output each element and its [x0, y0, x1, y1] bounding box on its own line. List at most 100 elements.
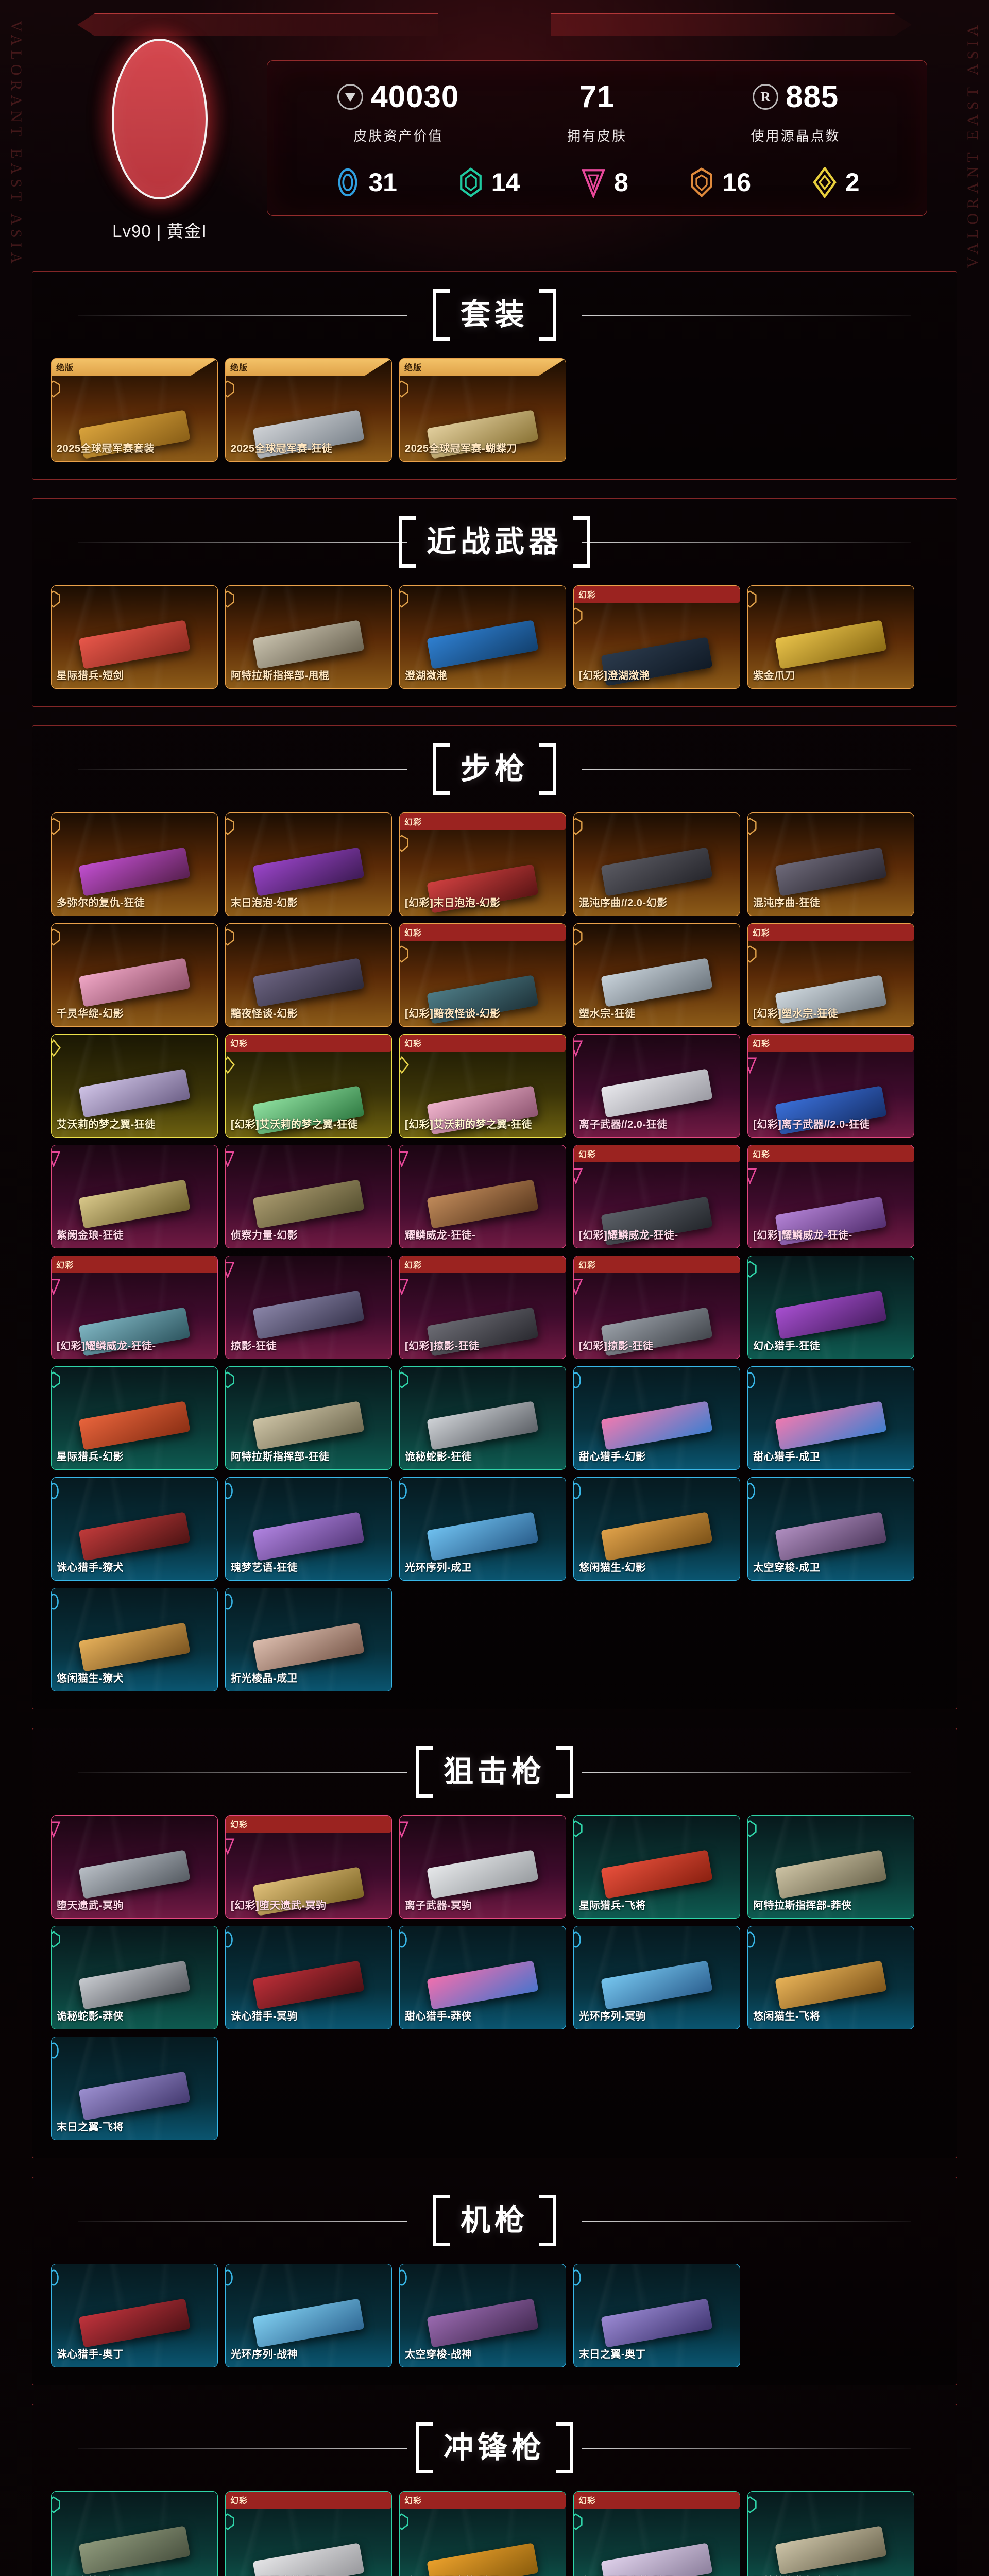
skin-thumbnail — [52, 1926, 217, 2010]
skin-card[interactable]: 阿特拉斯指挥部-狂徒 — [225, 1366, 392, 1470]
skin-card[interactable]: 幻彩[幻彩]耀鳞威龙-狂徒- — [51, 1256, 218, 1359]
skin-name: 阿特拉斯指挥部-骇灵 — [748, 2569, 914, 2576]
skin-card[interactable]: 幻彩[幻彩]澄湖潋滟 — [573, 585, 740, 689]
skin-card[interactable]: 甜心猎手-幻影 — [573, 1366, 740, 1470]
skin-card[interactable]: 光环序列-冥驹 — [573, 1926, 740, 2029]
skin-name: [幻彩]掠影-狂徒 — [579, 1341, 654, 1352]
deluxe-tier-icon — [748, 1931, 755, 1948]
skin-card[interactable]: 星际猎兵-短剑 — [51, 585, 218, 689]
section-rule-left — [78, 769, 407, 770]
skin-card[interactable]: 阿特拉斯指挥部-骇灵 — [747, 2491, 914, 2576]
skin-card[interactable]: 瑰梦艺语-狂徒 — [225, 1477, 392, 1581]
skin-thumbnail — [748, 1816, 914, 1899]
skin-card[interactable]: 混沌序曲-狂徒 — [747, 812, 914, 916]
skin-card[interactable]: 幻彩[幻彩]末日泡泡-幻影 — [399, 812, 566, 916]
skin-thumbnail: 幻彩 — [400, 1035, 566, 1135]
skin-card[interactable]: 末日泡泡-幻影 — [225, 812, 392, 916]
chroma-badge: 幻彩 — [226, 2492, 391, 2509]
skin-card[interactable]: 离子武器-冥驹 — [399, 1815, 566, 1919]
skin-card[interactable]: 光环序列-战神 — [225, 2264, 392, 2367]
skin-thumbnail — [52, 1035, 217, 1118]
select-tier-icon — [52, 1371, 60, 1388]
skin-card[interactable]: 幻彩[幻彩]堕天遗武-冥驹 — [225, 1815, 392, 1919]
skin-card[interactable]: 幻彩[幻彩]无限竞技-骇灵 — [573, 2491, 740, 2576]
skin-card[interactable]: 幻彩[幻彩]耀鳞威龙-狂徒- — [747, 1145, 914, 1248]
skin-card[interactable]: 悠闲猫生-獠犬 — [51, 1588, 218, 1691]
skin-card[interactable]: 悠闲猫生-幻影 — [573, 1477, 740, 1581]
skin-thumbnail: 幻彩 — [748, 1145, 914, 1246]
skin-card[interactable]: 星际猎兵-飞将 — [573, 1815, 740, 1919]
skin-card[interactable]: 甜心猎手-成卫 — [747, 1366, 914, 1470]
skin-card[interactable]: 塑水宗-狂徒 — [573, 923, 740, 1027]
skin-name: 堕天遗武-冥驹 — [57, 1900, 124, 1911]
skin-name: 艾沃莉的梦之翼-狂徒 — [57, 1119, 156, 1130]
skin-card[interactable]: 阿特拉斯指挥部-莽侠 — [747, 1815, 914, 1919]
skin-card[interactable]: 末日之翼-飞将 — [51, 2037, 218, 2140]
skin-card[interactable]: 诛心猎手-冥驹 — [225, 1926, 392, 2029]
skin-card[interactable]: 诡秘蛇影-狂徒 — [399, 1366, 566, 1470]
skin-card[interactable]: 无限竞技-骇灵 — [51, 2491, 218, 2576]
skin-card[interactable]: 离子武器//2.0-狂徒 — [573, 1034, 740, 1138]
skin-card[interactable]: 幻彩[幻彩]掠影-狂徒 — [573, 1256, 740, 1359]
exclusive-tier-icon — [400, 1056, 409, 1074]
skin-card[interactable]: 堕天遗武-冥驹 — [51, 1815, 218, 1919]
skin-name: 诛心猎手-冥驹 — [231, 2011, 298, 2022]
skin-card[interactable]: 太空穿梭-成卫 — [747, 1477, 914, 1581]
skin-card[interactable]: 折光棱晶-成卫 — [225, 1588, 392, 1691]
skin-card[interactable]: 幻彩[幻彩]塑水宗-狂徒 — [747, 923, 914, 1027]
skin-card[interactable]: 掠影-狂徒 — [225, 1256, 392, 1359]
skin-card[interactable]: 侦察力量-幻影 — [225, 1145, 392, 1248]
skin-name: 耀鳞威龙-狂徒- — [405, 1230, 476, 1241]
deluxe-tier-icon — [226, 1931, 233, 1948]
skin-card[interactable]: 星际猎兵-幻影 — [51, 1366, 218, 1470]
skin-thumbnail: 幻彩 — [226, 2492, 391, 2576]
exclusive-tier-icon — [226, 1056, 235, 1074]
limited-badge: 绝版 — [52, 359, 217, 376]
skin-card[interactable]: 幻彩[幻彩]艾沃莉的梦之翼-狂徒 — [225, 1034, 392, 1138]
skin-thumbnail — [52, 2264, 217, 2348]
skin-card[interactable]: 多弥尔的复仇-狂徒 — [51, 812, 218, 916]
stat-value: 885 — [786, 79, 839, 114]
skin-thumbnail — [748, 1478, 914, 1561]
skin-card[interactable]: 紫阙金琅-狂徒 — [51, 1145, 218, 1248]
limited-badge: 绝版 — [400, 359, 566, 376]
section-title: 狙击枪 — [443, 1754, 545, 1788]
skin-card[interactable]: 诡秘蛇影-莽侠 — [51, 1926, 218, 2029]
skin-card[interactable]: 黯夜怪谈-幻影 — [225, 923, 392, 1027]
skin-name: 紫金爪刀 — [753, 670, 795, 682]
skin-card[interactable]: 幻彩[幻彩]艾沃莉的梦之翼-狂徒 — [399, 1034, 566, 1138]
skin-thumbnail — [52, 924, 217, 1007]
skin-card[interactable]: 幻彩[幻彩]掠影-狂徒 — [399, 1256, 566, 1359]
skin-card[interactable]: 混沌序曲//2.0-幻影 — [573, 812, 740, 916]
skin-card[interactable]: 澄湖潋滟 — [399, 585, 566, 689]
skin-card[interactable]: 幻彩[幻彩]无限竞技-骇灵 — [225, 2491, 392, 2576]
avatar[interactable] — [93, 21, 227, 217]
skin-card[interactable]: 诛心猎手-獠犬 — [51, 1477, 218, 1581]
skin-card[interactable]: 幻彩[幻彩]离子武器//2.0-狂徒 — [747, 1034, 914, 1138]
skin-thumbnail — [574, 1035, 740, 1118]
skin-card[interactable]: 光环序列-成卫 — [399, 1477, 566, 1581]
skin-card[interactable]: 甜心猎手-莽侠 — [399, 1926, 566, 2029]
skin-card[interactable]: 幻心猎手-狂徒 — [747, 1256, 914, 1359]
skin-card[interactable]: 幻彩[幻彩]黯夜怪谈-幻影 — [399, 923, 566, 1027]
skin-card[interactable]: 诛心猎手-奥丁 — [51, 2264, 218, 2367]
section-title-box: 步枪 — [432, 743, 556, 795]
skin-card[interactable]: 紫金爪刀 — [747, 585, 914, 689]
skin-card[interactable]: 幻彩[幻彩]无限竞技-骇灵 — [399, 2491, 566, 2576]
skin-card[interactable]: 幻彩[幻彩]耀鳞威龙-狂徒- — [573, 1145, 740, 1248]
skin-card[interactable]: 阿特拉斯指挥部-甩棍 — [225, 585, 392, 689]
select-tier-icon — [459, 167, 482, 197]
skin-card[interactable]: 千灵华绽-幻影 — [51, 923, 218, 1027]
skin-card[interactable]: 太空穿梭-战神 — [399, 2264, 566, 2367]
skin-name: [幻彩]堕天遗武-冥驹 — [231, 1900, 327, 1911]
section-header: 冲锋枪 — [32, 2404, 957, 2491]
skin-card[interactable]: 艾沃莉的梦之翼-狂徒 — [51, 1034, 218, 1138]
section-rule-right — [582, 1772, 911, 1773]
skin-card[interactable]: 末日之翼-奥丁 — [573, 2264, 740, 2367]
skin-card[interactable]: 耀鳞威龙-狂徒- — [399, 1145, 566, 1248]
skin-card[interactable]: 悠闲猫生-飞将 — [747, 1926, 914, 2029]
